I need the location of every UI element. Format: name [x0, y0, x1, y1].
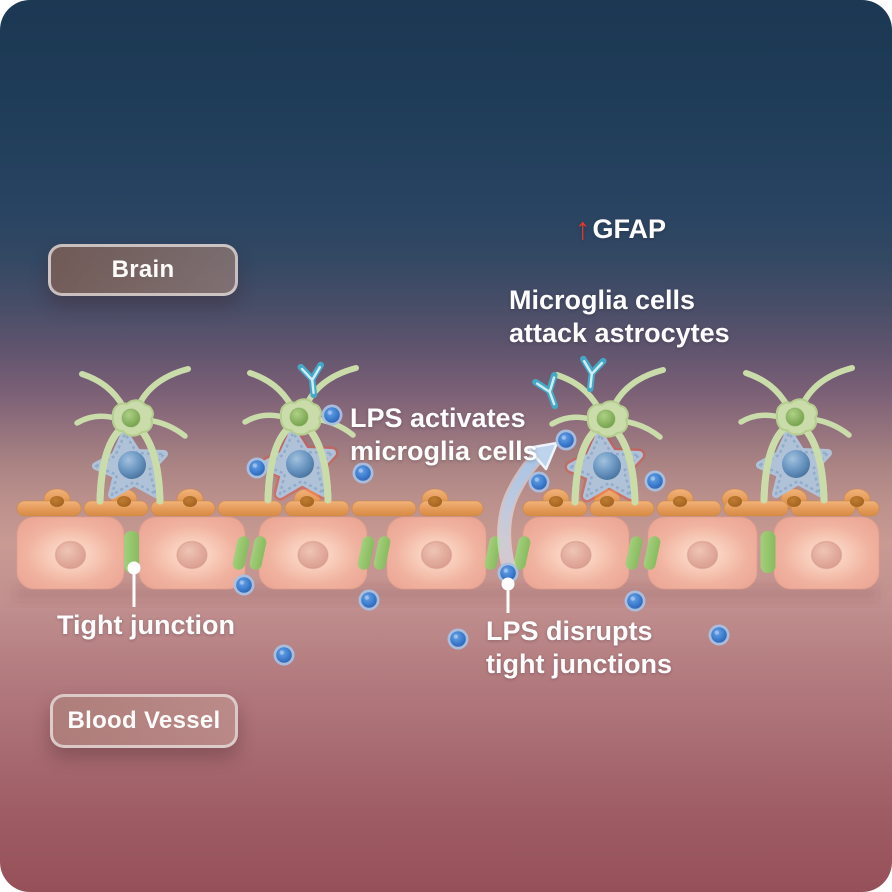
blood-vessel-badge: Blood Vessel: [50, 694, 238, 748]
antibody-icon: [301, 365, 324, 396]
microglia-astrocyte-complex-2-reactive: [245, 368, 356, 500]
microglia-astrocyte-complex-4: [741, 368, 852, 500]
lps-disrupts-label: LPS disrupts tight junctions: [486, 615, 672, 681]
microglia-attack-label: Microglia cells attack astrocytes: [509, 284, 730, 350]
blood-vessel-badge-label: Blood Vessel: [67, 707, 221, 734]
brain-badge-label: Brain: [111, 256, 175, 283]
microglia-attack-line2: attack astrocytes: [509, 318, 730, 348]
microglia-attack-line1: Microglia cells: [509, 285, 696, 315]
endothelium-shadow: [14, 586, 878, 601]
lps-activates-line1: LPS activates: [350, 403, 526, 433]
lps-activates-label: LPS activates microglia cells: [350, 402, 538, 468]
tight-junction-label: Tight junction: [57, 609, 235, 642]
antibody-icon: [535, 375, 564, 409]
endothelial-nuclei: [54, 540, 843, 570]
lps-disrupts-line1: LPS disrupts: [486, 616, 653, 646]
tight-junction-text: Tight junction: [57, 610, 235, 640]
lps-crossing-arrow: [497, 441, 559, 575]
brain-badge: Brain: [48, 244, 238, 296]
lps-activates-line2: microglia cells: [350, 436, 538, 466]
leader-lines: [127, 561, 515, 613]
gfap-text: GFAP: [592, 214, 667, 244]
gfap-increase-label: ↑ GFAP: [575, 213, 666, 246]
up-arrow-icon: ↑: [575, 211, 591, 246]
basement-membrane: [16, 488, 880, 517]
antibody-icon: [580, 359, 603, 390]
microglia-astrocyte-complex-1: [77, 369, 188, 501]
lps-disrupts-line2: tight junctions: [486, 649, 672, 679]
tight-junction-intact: [760, 531, 776, 573]
